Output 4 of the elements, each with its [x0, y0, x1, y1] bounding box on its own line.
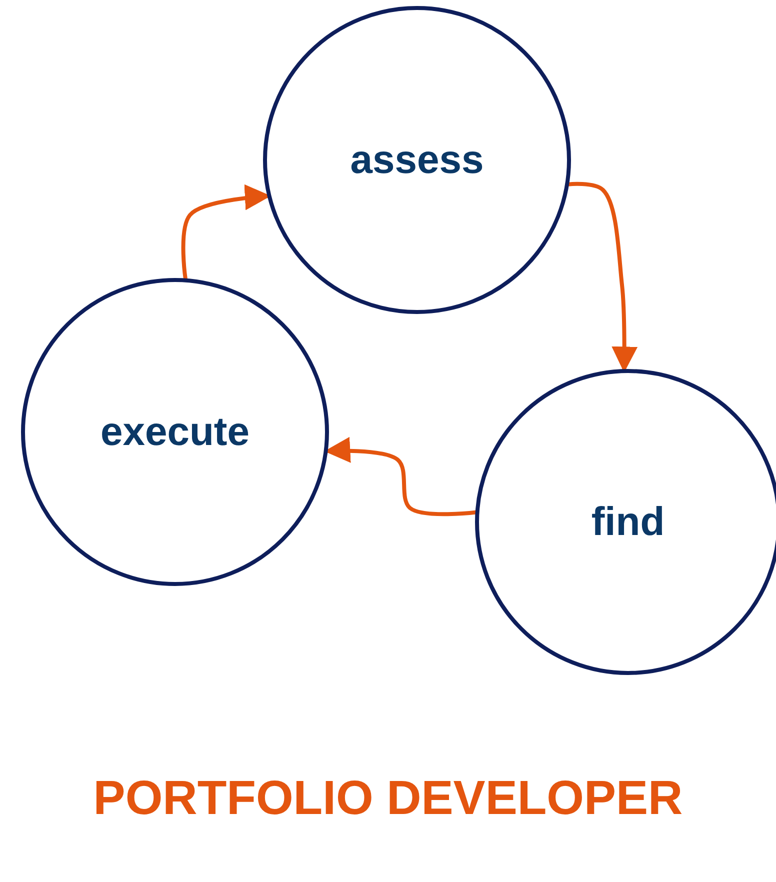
title: PORTFOLIO DEVELOPER: [92, 771, 684, 827]
node-label: find: [591, 500, 665, 544]
node-label: assess: [350, 138, 484, 182]
node-label: execute: [100, 410, 250, 454]
